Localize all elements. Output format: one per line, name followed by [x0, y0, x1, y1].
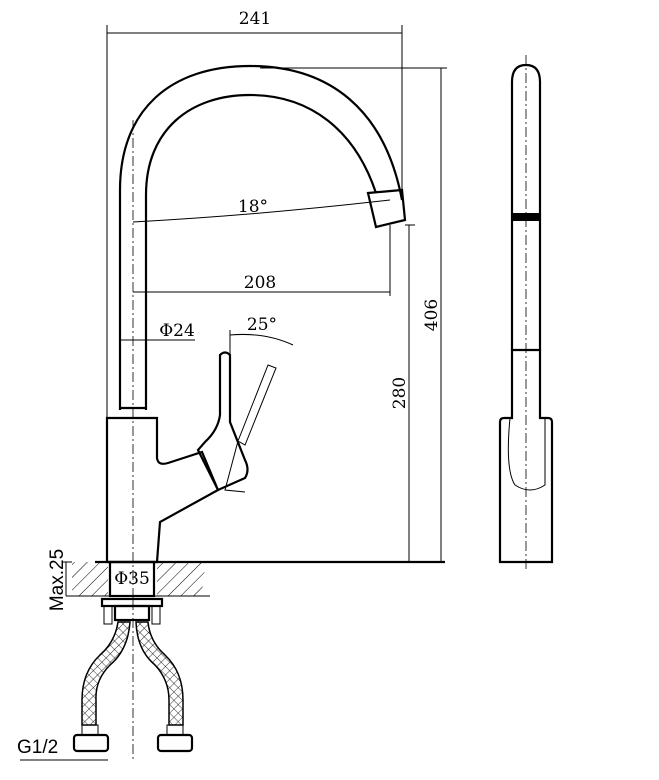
spout-inner: [144, 93, 378, 410]
dimension-lines: [20, 25, 447, 761]
dim-spout-angle: 18°: [238, 197, 268, 217]
front-view: [105, 64, 407, 760]
hose-nut-right: [156, 733, 194, 753]
dim-overall-width: 241: [239, 9, 271, 29]
lever-alt-position: [224, 364, 277, 493]
hose-nut-left: [72, 733, 110, 753]
countertop: [66, 560, 445, 625]
dim-spout-height: 280: [390, 377, 410, 409]
lever-handle: [196, 351, 249, 492]
dim-tube-diameter: Φ24: [159, 321, 195, 341]
dim-overall-height: 406: [422, 299, 442, 331]
supply-hoses: [72, 621, 194, 753]
faucet-body: [105, 416, 220, 564]
dim-max-counter-thickness: Max.25: [47, 549, 68, 611]
side-view: [498, 55, 554, 570]
nozzle: [366, 188, 407, 229]
dim-spout-reach: 208: [244, 273, 276, 293]
dim-connection-thread: G1/2: [17, 737, 58, 758]
spout-outer: [118, 64, 404, 410]
dim-lever-angle: 25°: [247, 315, 277, 335]
dim-mount-hole: Φ35: [114, 569, 150, 589]
